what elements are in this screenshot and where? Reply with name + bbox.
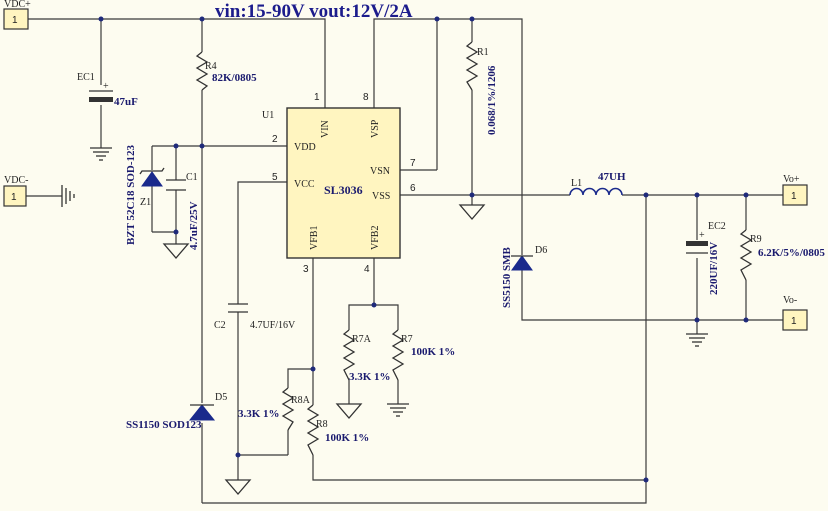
wires: [26, 18, 783, 504]
c2-value: 4.7UF/16V: [250, 320, 296, 331]
d5-value: SS1150 SOD123: [126, 419, 202, 431]
zener-z1: Z1 BZT 52C18 SOD-123: [125, 144, 165, 245]
ground-symbol-ec2: [686, 333, 708, 347]
resistor-r8a: R8A 3.3K 1%: [238, 387, 311, 431]
u1-ref: U1: [262, 110, 274, 121]
connector-vo-plus: Vo+ 1: [782, 174, 808, 206]
c2-ref: C2: [214, 320, 226, 331]
ground-symbol-r7: [387, 403, 409, 417]
connector-vdc-minus: VDC- 1: [3, 175, 28, 207]
connector-vo-minus: Vo- 1: [782, 295, 808, 331]
schematic-title: vin:15-90V vout:12V/2A: [215, 1, 413, 22]
r7a-ref: R7A: [352, 334, 372, 345]
connector-vdc-plus-pin: 1: [12, 15, 18, 26]
ground-symbol-ec1: [90, 147, 112, 161]
r7a-value: 3.3K 1%: [349, 371, 391, 383]
ground-triangle-r7a: [335, 403, 363, 419]
inductor-l1: L1 47UH: [569, 171, 626, 196]
u1-pin-vss: VSS: [372, 191, 390, 202]
ic-u1: U1 SL3036 VDD VCC VSN VSS VIN VSP VFB1 V…: [262, 92, 416, 275]
u1-pin-vdd: VDD: [294, 142, 316, 153]
capacitor-ec1: + EC1 47uF: [77, 72, 138, 108]
connector-vo-plus-label: Vo+: [783, 174, 800, 185]
u1-pin-vin: VIN: [320, 120, 331, 138]
l1-value: 47UH: [598, 171, 626, 183]
c1-ref: C1: [186, 172, 198, 183]
junctions: [98, 16, 749, 483]
u1-pin-vcc: VCC: [294, 179, 315, 190]
connector-vdc-plus-label: VDC+: [4, 0, 31, 10]
u1-pin-vfb2: VFB2: [370, 226, 381, 250]
diode-d6: D6 SS5150 SMB: [501, 245, 547, 308]
connector-vdc-minus-pin: 1: [11, 192, 17, 203]
d6-ref: D6: [535, 245, 547, 256]
u1-pinnum-6: 6: [410, 183, 416, 194]
capacitor-c2: C2 4.7UF/16V: [214, 303, 296, 331]
ec1-ref: EC1: [77, 72, 95, 83]
resistor-r1: R1 0.068/1%/1206: [465, 41, 498, 135]
resistor-r9: R9 6.2K/5%/0805: [739, 229, 825, 281]
resistor-r4: R4 82K/0805: [195, 51, 257, 91]
ec2-value: 220UF/16V: [708, 242, 720, 295]
z1-ref: Z1: [140, 197, 151, 208]
r8-value: 100K 1%: [325, 432, 369, 444]
u1-pinnum-4: 4: [364, 264, 370, 275]
ground-triangle-c2: [224, 479, 252, 495]
r9-ref: R9: [750, 234, 762, 245]
r7-value: 100K 1%: [411, 346, 455, 358]
capacitor-c1: C1 4.7uF/25V: [166, 172, 200, 250]
u1-pinnum-7: 7: [410, 158, 416, 169]
u1-pin-vsn: VSN: [370, 166, 390, 177]
ec2-ref: EC2: [708, 221, 726, 232]
ground-symbol-vdc-minus: [61, 185, 75, 207]
d6-value: SS5150 SMB: [501, 247, 513, 308]
r8-ref: R8: [316, 419, 328, 430]
u1-pin-vfb1: VFB1: [309, 226, 320, 250]
connector-vo-plus-pin: 1: [791, 191, 797, 202]
r1-value: 0.068/1%/1206: [486, 65, 498, 135]
resistor-r7: R7 100K 1%: [391, 329, 455, 381]
ec1-polarity: +: [103, 81, 109, 92]
u1-part: SL3036: [324, 183, 363, 197]
connector-vo-minus-pin: 1: [791, 316, 797, 327]
r4-value: 82K/0805: [212, 72, 257, 84]
r8a-value: 3.3K 1%: [238, 408, 280, 420]
l1-ref: L1: [571, 178, 582, 189]
resistor-r8: R8 100K 1%: [306, 404, 369, 456]
u1-pinnum-3: 3: [303, 264, 309, 275]
c1-value: 4.7uF/25V: [188, 201, 200, 250]
ec2-polarity: +: [699, 230, 705, 241]
resistor-r7a: R7A 3.3K 1%: [342, 329, 391, 383]
ground-triangle-r1: [458, 204, 486, 220]
u1-pinnum-5: 5: [272, 172, 278, 183]
u1-pinnum-1: 1: [314, 92, 320, 103]
u1-pinnum-8: 8: [363, 92, 369, 103]
u1-pinnum-2: 2: [272, 134, 278, 145]
connector-vdc-minus-label: VDC-: [4, 175, 28, 186]
z1-value: BZT 52C18 SOD-123: [125, 144, 137, 245]
r4-ref: R4: [205, 61, 217, 72]
r9-value: 6.2K/5%/0805: [758, 247, 825, 259]
ec1-value: 47uF: [114, 96, 138, 108]
r7-ref: R7: [401, 334, 413, 345]
d5-ref: D5: [215, 392, 227, 403]
connector-vo-minus-label: Vo-: [783, 295, 797, 306]
connector-vdc-plus: VDC+ 1: [3, 0, 31, 30]
ground-triangle-c1: [162, 243, 190, 259]
r8a-ref: R8A: [291, 395, 311, 406]
u1-pin-vsp: VSP: [370, 119, 381, 138]
diode-d5: D5 SS1150 SOD123: [126, 392, 227, 431]
r1-ref: R1: [477, 47, 489, 58]
capacitor-ec2: + EC2 220UF/16V: [686, 221, 726, 295]
